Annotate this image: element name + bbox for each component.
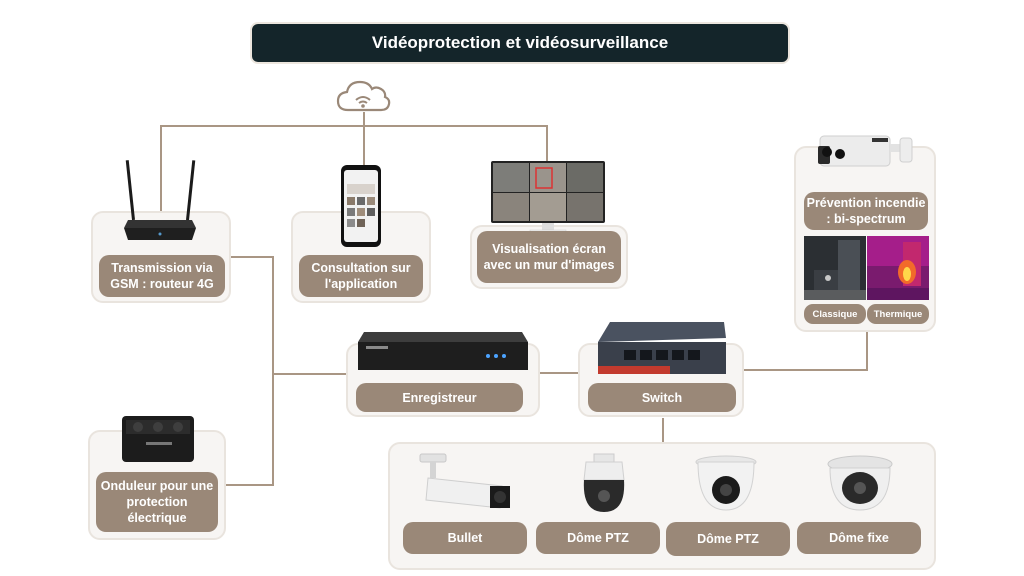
router-icon (124, 160, 196, 240)
connector-app-up (363, 125, 365, 167)
fixed-dome-camera-icon (827, 455, 893, 511)
connector-cloud (363, 112, 365, 126)
bullet-camera-icon (419, 453, 510, 509)
connector-switch-fire (744, 369, 868, 371)
thermal-label: Thermique (867, 304, 929, 324)
connector-router-up (160, 125, 162, 213)
cloud-wifi-icon (336, 80, 391, 112)
ups-icon (122, 416, 194, 462)
camera-label-fixed-dome: Dôme fixe (797, 522, 921, 554)
thermal-view-thumbnail (867, 236, 929, 300)
connector-ups (226, 484, 274, 486)
connector-recorder-switch (540, 372, 582, 374)
app-label: Consultation sur l'application (299, 255, 423, 297)
fire-label: Prévention incendie : bi-spectrum (804, 192, 928, 230)
ups-label: Onduleur pour une protection électrique (96, 472, 218, 532)
router-label: Transmission via GSM : routeur 4G (99, 255, 225, 297)
network-switch-icon (598, 322, 726, 374)
smartphone-icon (341, 165, 381, 247)
ptz-dome-camera-icon (583, 453, 625, 512)
connector-screen-up (546, 125, 548, 165)
switch-label: Switch (588, 383, 736, 412)
camera-label-ptz-2: Dôme PTZ (666, 522, 790, 556)
thermal-camera-icon (818, 135, 913, 167)
camera-label-bullet: Bullet (403, 522, 527, 554)
classic-label: Classique (804, 304, 866, 324)
monitor-icon (491, 161, 605, 235)
camera-label-ptz-1: Dôme PTZ (536, 522, 660, 554)
connector-switch-cameras (662, 418, 664, 444)
recorder-label: Enregistreur (356, 383, 523, 412)
classic-view-thumbnail (804, 236, 866, 300)
turret-dome-camera-icon (695, 455, 757, 511)
page-title: Vidéoprotection et vidéosurveillance (250, 22, 790, 64)
screen-label: Visualisation écran avec un mur d'images (477, 231, 621, 283)
connector-router-right (230, 256, 274, 258)
connector-top-horizontal (160, 125, 548, 127)
connector-left-vertical (272, 256, 274, 486)
nvr-icon (358, 332, 528, 370)
connector-fire-down (866, 330, 868, 371)
connector-to-recorder (272, 373, 348, 375)
